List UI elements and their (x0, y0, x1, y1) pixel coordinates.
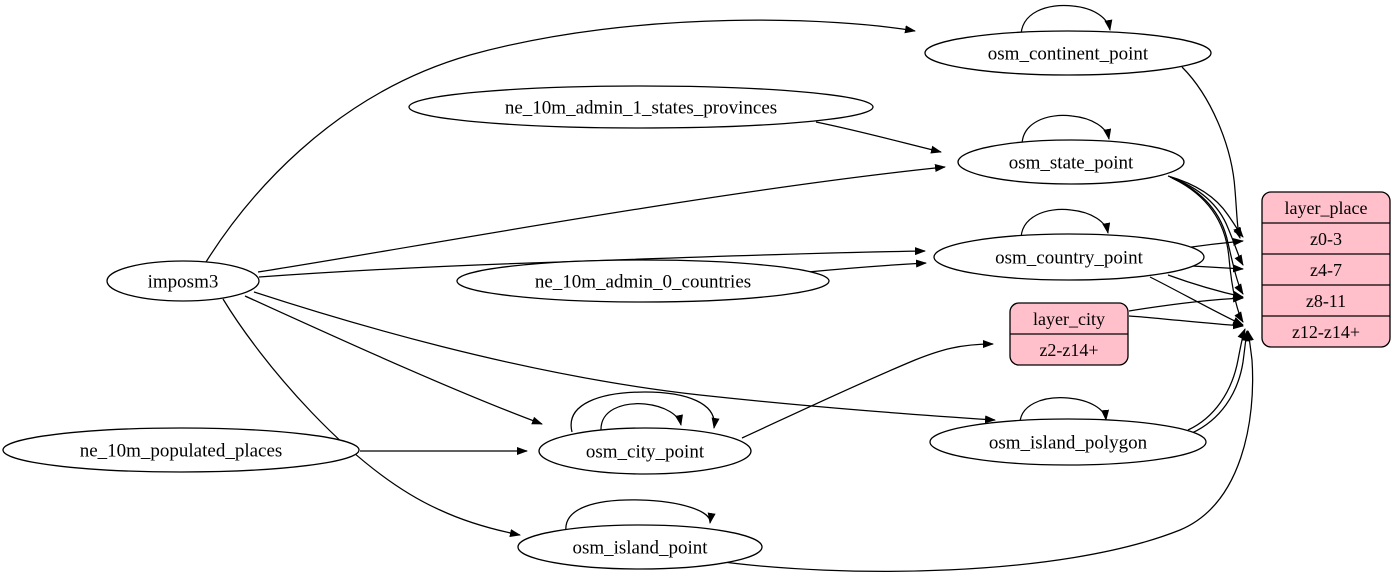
edge-self-osm_state_point (1021, 114, 1112, 148)
node-osm_city_point[interactable]: osm_city_point (538, 427, 752, 475)
edge-ne_states-osm_state_point (815, 121, 942, 154)
edge-self-osm_city_point-outer (570, 391, 720, 433)
edge-imposm3-osm_island_point (222, 298, 521, 537)
edge-self-osm_island_point (565, 499, 716, 533)
edge-imposm3-osm_continent_point (205, 19, 916, 263)
record-layer_place[interactable]: layer_place z0-3 z4-7 z8-11 z12-z14+ (1261, 191, 1391, 348)
node-ne_10m_admin_0_countries[interactable]: ne_10m_admin_0_countries (456, 259, 830, 303)
node-osm_country_point-label: osm_country_point (995, 248, 1143, 269)
record-layer_place-row-z12-z14[interactable]: z12-z14+ (1292, 322, 1360, 342)
node-osm_state_point[interactable]: osm_state_point (957, 139, 1185, 185)
node-osm_state_point-label: osm_state_point (1009, 153, 1134, 174)
node-ne_places-label: ne_10m_populated_places (80, 441, 283, 462)
record-layer_city[interactable]: layer_city z2-z14+ (1009, 302, 1129, 366)
edge-osm_state_point-z4_7 (1169, 176, 1244, 266)
edge-imposm3-osm_island_polygon (253, 291, 996, 424)
record-layer_place-title: layer_place (1285, 198, 1368, 218)
node-imposm3-label: imposm3 (148, 272, 219, 293)
node-ne_countries-label: ne_10m_admin_0_countries (535, 272, 751, 293)
edge-osm_state_point-z8_11 (1171, 177, 1244, 295)
edge-osm_island_polygon-z12_z14-b (1191, 330, 1250, 434)
edge-osm_city_point-layer_city (741, 340, 994, 439)
node-osm_continent_point[interactable]: osm_continent_point (924, 30, 1212, 76)
edge-self-osm_island_polygon (1019, 397, 1110, 428)
record-layer_city-row-z2-z14[interactable]: z2-z14+ (1039, 340, 1098, 360)
edge-self-osm_country_point (1020, 208, 1111, 242)
node-osm_country_point[interactable]: osm_country_point (933, 233, 1205, 281)
edge-layer (205, 4, 1254, 572)
record-layer_city-title: layer_city (1033, 309, 1105, 329)
edge-layer_city-z8_11 (1128, 294, 1244, 312)
node-osm_island_polygon[interactable]: osm_island_polygon (929, 418, 1207, 466)
node-ne_states-label: ne_10m_admin_1_states_provinces (505, 98, 777, 119)
edge-imposm3-osm_state_point (257, 164, 946, 273)
node-osm_continent_point-label: osm_continent_point (988, 44, 1149, 65)
node-osm_island_polygon-label: osm_island_polygon (989, 433, 1148, 454)
edge-ne_countries-osm_country_point (807, 259, 927, 273)
record-layer_place-row-z4-7[interactable]: z4-7 (1310, 260, 1342, 280)
node-ne_10m_populated_places[interactable]: ne_10m_populated_places (2, 427, 360, 473)
edge-osm_state_point-z0_3 (1167, 175, 1244, 238)
edge-osm_country_point-z4_7 (1191, 264, 1244, 273)
edge-imposm3-osm_city_point (244, 295, 543, 425)
node-osm_island_point[interactable]: osm_island_point (517, 524, 763, 570)
edge-osm_continent_point-z0_3 (1181, 66, 1241, 239)
edge-osm_island_point-z12_z14 (715, 330, 1254, 572)
node-layer: imposm3 ne_10m_admin_1_states_provinces … (2, 30, 1391, 570)
edge-osm_state_point-z12_z14 (1173, 178, 1244, 323)
edge-osm_island_polygon-z12_z14 (1187, 328, 1246, 431)
edge-self-osm_city_point-inner (600, 403, 683, 432)
record-layer_place-row-z0-3[interactable]: z0-3 (1310, 229, 1342, 249)
edge-layer_city-z12_z14 (1128, 315, 1244, 330)
node-osm_island_point-label: osm_island_point (572, 538, 708, 559)
edge-self-osm_continent_point (1020, 4, 1113, 39)
node-ne_10m_admin_1_states_provinces[interactable]: ne_10m_admin_1_states_provinces (408, 85, 874, 129)
node-imposm3[interactable]: imposm3 (106, 260, 260, 302)
node-osm_city_point-label: osm_city_point (586, 442, 705, 463)
record-layer_place-row-z8-11[interactable]: z8-11 (1306, 291, 1346, 311)
